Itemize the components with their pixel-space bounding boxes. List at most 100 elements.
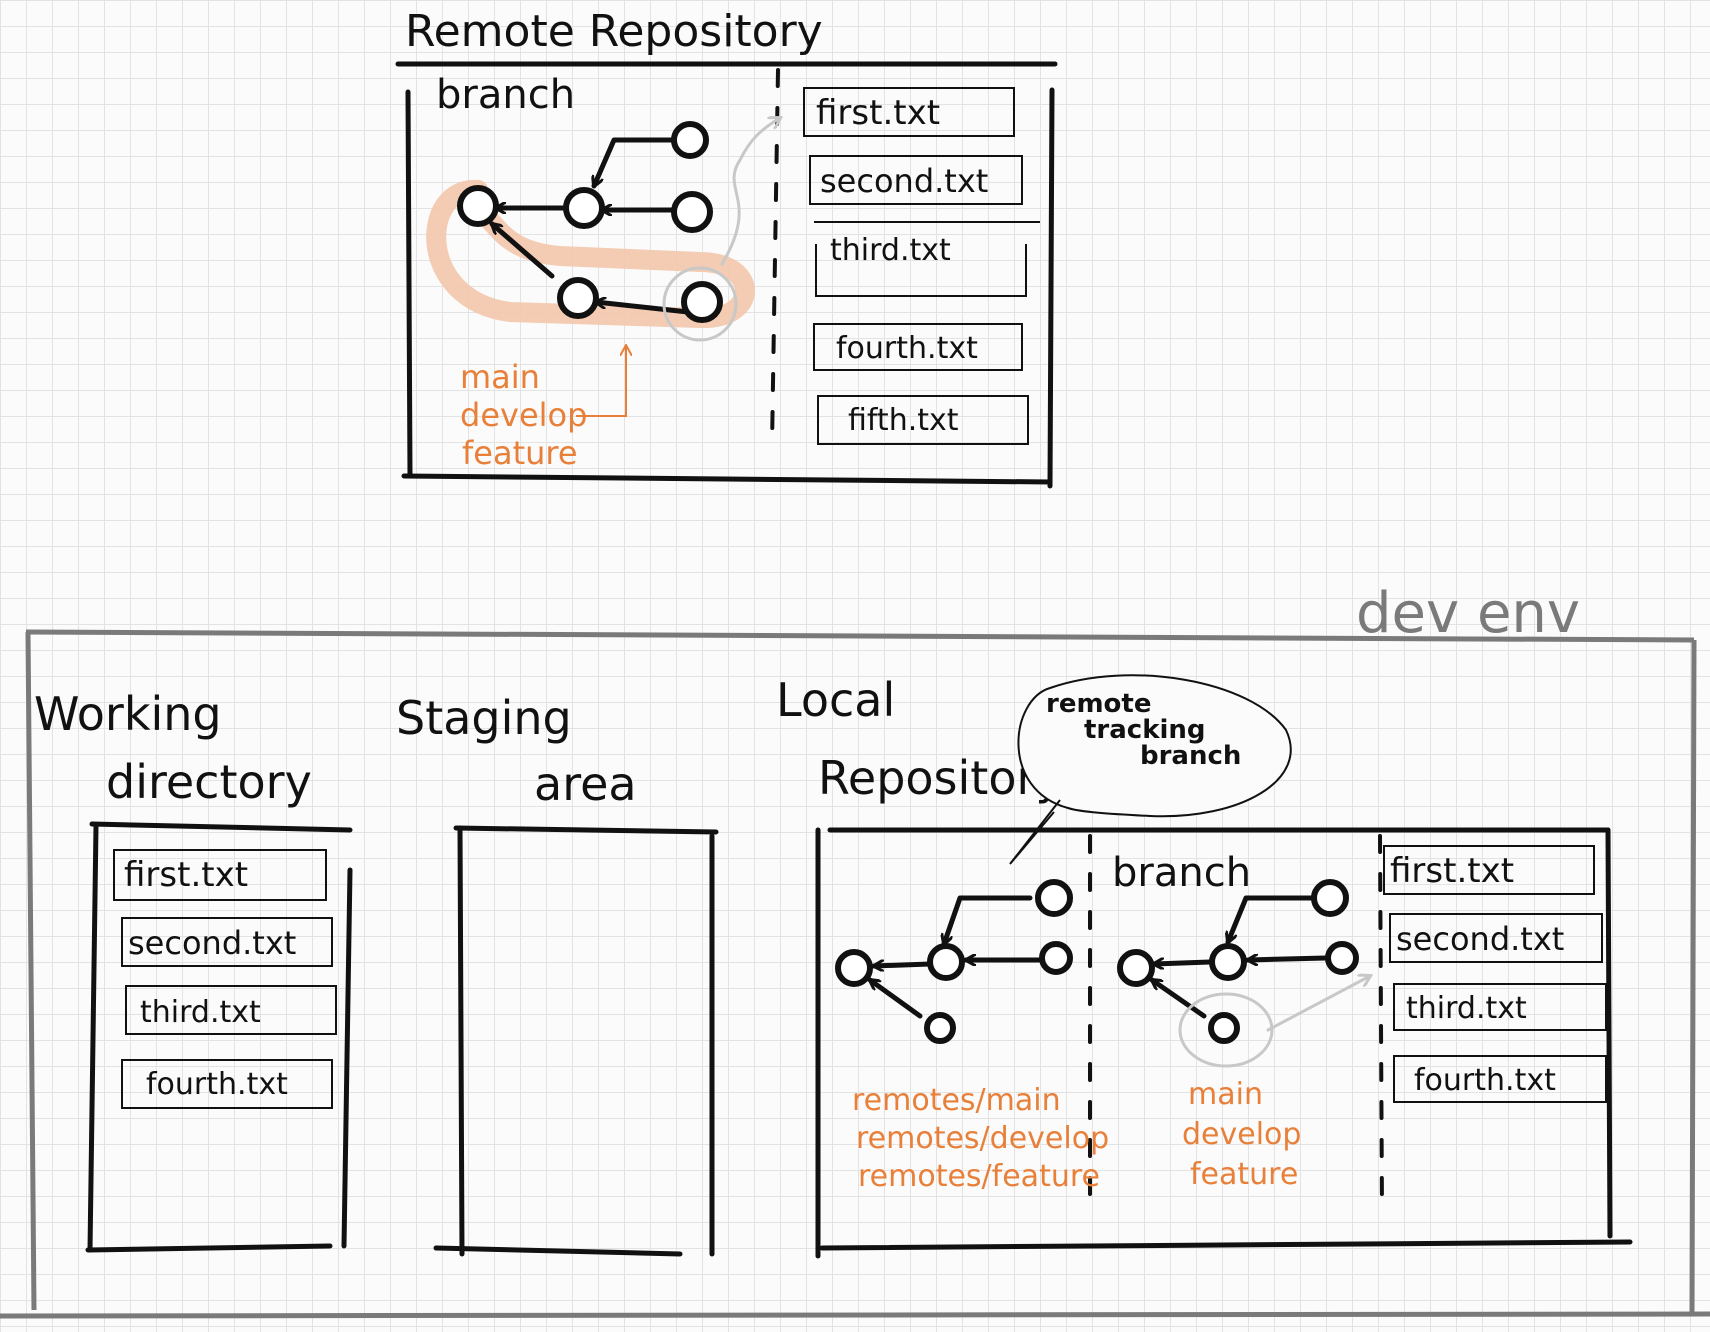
wd-file-box-1 (113, 849, 327, 901)
local-file-box-4 (1393, 1055, 1607, 1103)
dev-env-frame-bottom (0, 1311, 1710, 1319)
local-file-box-3 (1393, 983, 1607, 1031)
lb-new-commit-outline (1178, 992, 1274, 1068)
staging-frame-bottom (433, 1245, 683, 1257)
working-directory-title-2: directory (106, 755, 312, 809)
remote-branch-name-3: feature (462, 434, 578, 472)
wd-file-3: third.txt (140, 995, 261, 1030)
lb-commit-top (1311, 879, 1349, 917)
callout-line-2: tracking (1084, 715, 1206, 745)
rt-commit-top (1035, 879, 1073, 917)
remote-branch-pointer (576, 346, 626, 417)
remote-frame-left (405, 89, 413, 479)
remote-branch-name-2: develop (460, 396, 587, 434)
local-file-box-1 (1383, 845, 1595, 895)
remote-branch-name-1: main (460, 358, 540, 396)
local-repository: Local Repository remote tracking branch … (776, 673, 1633, 1259)
lb-edge-3 (1228, 895, 1323, 942)
rt-branch-name-2: remotes/develop (856, 1121, 1109, 1156)
wd-frame-left (87, 823, 99, 1253)
remote-commit-feature-1 (557, 277, 599, 319)
local-repository-title-1: Local (776, 673, 895, 727)
callout-line-3: branch (1140, 741, 1241, 771)
lb-branch-name-3: feature (1190, 1157, 1298, 1192)
lb-branch-name-1: main (1188, 1077, 1263, 1112)
wd-file-4: fourth.txt (146, 1067, 288, 1102)
wd-file-box-4 (121, 1059, 333, 1109)
local-file-1: first.txt (1390, 851, 1514, 891)
wd-file-1: first.txt (124, 855, 248, 895)
remote-file-4: fourth.txt (836, 331, 978, 366)
working-directory: Working directory first.txt second.txt t… (34, 687, 353, 1253)
rt-commit-3 (1039, 941, 1073, 975)
remote-frame-bottom (401, 473, 1053, 485)
local-frame-bottom (819, 1239, 1633, 1251)
remote-file-box-2 (809, 155, 1023, 205)
callout-line-1: remote (1046, 689, 1151, 719)
dev-env-frame-right (1689, 639, 1697, 1313)
lb-branch-name-2: develop (1182, 1117, 1301, 1152)
remote-pushed-arrow (720, 118, 780, 266)
remote-commit-feature-2 (681, 281, 723, 323)
remote-edge-3 (594, 137, 675, 186)
lb-commit-root (1117, 949, 1155, 987)
local-divider-2 (1378, 834, 1384, 1214)
lb-edge-1 (1151, 962, 1213, 964)
local-file-3: third.txt (1406, 991, 1527, 1026)
lb-commit-feature (1208, 1012, 1240, 1044)
remote-file-box-1 (803, 87, 1015, 137)
remote-commit-3 (671, 191, 713, 233)
remote-file-3: third.txt (830, 233, 951, 268)
rt-edge-4 (870, 977, 923, 1019)
rt-commit-root (835, 949, 873, 987)
remote-file-5: fifth.txt (848, 403, 959, 438)
remote-file-1: first.txt (816, 93, 940, 133)
rt-branch-name-1: remotes/main (852, 1083, 1061, 1118)
local-frame-right (1605, 827, 1613, 1239)
wd-frame-top (89, 821, 353, 833)
remote-divider (770, 68, 780, 448)
staging-area-title-2: area (534, 757, 637, 811)
dev-env-frame-top (25, 629, 1695, 643)
remote-commit-2 (563, 187, 605, 229)
rt-edge-1 (871, 964, 933, 966)
remote-file-box-3 (814, 221, 1040, 297)
remote-file-box-4 (813, 323, 1023, 371)
working-directory-title-1: Working (34, 687, 222, 741)
callout-bubble (1017, 674, 1292, 818)
remote-pushed-commit-outline (662, 266, 738, 342)
wd-frame-right (341, 867, 353, 1249)
staging-area-title-1: Staging (396, 691, 572, 745)
remote-commit-top (671, 121, 709, 159)
dev-env-label: dev env (1356, 581, 1580, 646)
lb-edge-2 (1245, 958, 1329, 960)
local-branch-label: branch (1112, 850, 1251, 896)
rt-edge-3 (944, 895, 1033, 944)
lb-new-commit-arrow (1266, 976, 1370, 1032)
rt-commit-2 (927, 943, 965, 981)
local-file-2: second.txt (1396, 920, 1564, 958)
lb-commit-2 (1209, 943, 1247, 981)
remote-file-box-5 (817, 395, 1029, 445)
lb-edge-4 (1152, 977, 1207, 1019)
remote-commit-root (457, 185, 499, 227)
remote-edge-4 (492, 224, 555, 279)
local-file-4: fourth.txt (1414, 1063, 1556, 1098)
remote-repository-title: Remote Repository (405, 6, 823, 57)
remote-repository: Remote Repository branch main develop fe… (395, 6, 1058, 489)
lb-commit-3 (1325, 941, 1359, 975)
staging-frame-top (453, 825, 719, 835)
dev-env-frame-left (25, 631, 37, 1311)
wd-frame-bottom (85, 1243, 333, 1253)
dev-env: dev env (0, 581, 1710, 1319)
wd-file-2: second.txt (128, 924, 296, 962)
rt-branch-name-3: remotes/feature (858, 1159, 1100, 1194)
remote-branch-label: branch (436, 72, 575, 118)
local-file-box-2 (1389, 913, 1603, 963)
remote-edge-5 (596, 302, 691, 315)
remote-file-list: first.txt second.txt third.txt fourth.tx… (803, 87, 1040, 445)
wd-file-box-2 (121, 917, 333, 967)
staging-area: Staging area (396, 691, 719, 1257)
remote-file-2: second.txt (820, 162, 988, 200)
